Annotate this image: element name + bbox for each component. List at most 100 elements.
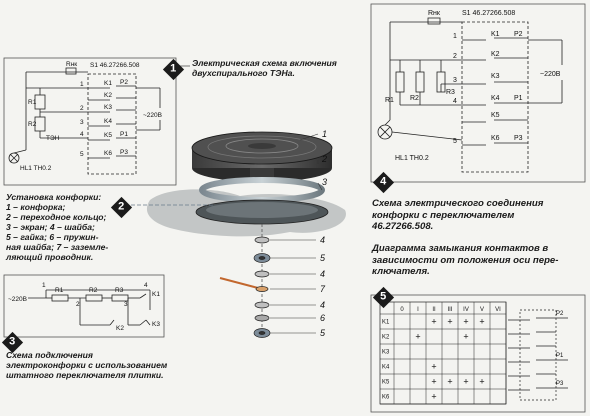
panel5-mini-schematic xyxy=(508,309,568,401)
p3-node1: 1 xyxy=(42,282,46,289)
part-label-5a: 5 xyxy=(320,253,326,263)
p1-pin3: 3 xyxy=(80,119,84,126)
caption-panel5: Диаграмма замыкания контактов в зависимо… xyxy=(372,243,559,277)
p1-rnk: Rнк xyxy=(66,61,77,68)
part-label-3: 3 xyxy=(322,177,327,187)
p1-k2: K2 xyxy=(104,92,112,99)
panel4-labels: Rнк S1 46.27266.508 R1 R2 R3 HL1 TH0.2 ~… xyxy=(385,10,561,162)
p3-k2: K2 xyxy=(116,325,124,332)
table-cell-mark: + xyxy=(479,317,484,327)
table-row-label: K2 xyxy=(382,335,390,341)
p5-p1: P1 xyxy=(556,353,564,359)
p3-node2: 2 xyxy=(76,301,80,308)
p1-pin1: 1 xyxy=(80,81,84,88)
p4-pin1: 1 xyxy=(453,33,457,40)
p1-r1: R1 xyxy=(28,99,37,106)
p4-rnk: Rнк xyxy=(428,10,441,17)
p1-p3: P3 xyxy=(120,149,128,156)
panel4-schematic xyxy=(370,3,586,183)
panel1-labels: Rнк S1 46.27266.508 R1 R2 ТЭН HL1 TH0.2 … xyxy=(20,61,162,172)
p4-pin2: 2 xyxy=(453,53,457,60)
caption-panel4: Схема электрического соединения конфорки… xyxy=(372,198,544,232)
table-row-label: K6 xyxy=(382,395,390,401)
p3-r1: R1 xyxy=(55,287,64,294)
p1-pin4: 4 xyxy=(80,131,84,138)
table-cell-mark: + xyxy=(431,362,436,372)
p5-p3: P3 xyxy=(556,381,564,387)
caption-panel3: Схема подключения электроконфорки с испо… xyxy=(6,350,168,380)
burner-illustration xyxy=(125,131,346,338)
table-border xyxy=(379,301,507,405)
panel3-schematic xyxy=(3,274,165,338)
p4-pin5: 5 xyxy=(453,138,457,145)
p1-pin2: 2 xyxy=(80,105,84,112)
p4-k4: K4 xyxy=(491,95,500,102)
p3-k1: K1 xyxy=(152,291,160,298)
p3-r2: R2 xyxy=(89,287,98,294)
p4-pin4: 4 xyxy=(453,98,457,105)
table-cell-mark: + xyxy=(463,332,468,342)
panel3-labels: ~220В R1 R2 R3 K1 K2 K3 1 2 3 4 xyxy=(8,282,160,332)
p4-r2: R2 xyxy=(410,95,419,102)
p4-switch-model: S1 46.27266.508 xyxy=(462,10,515,17)
p4-p3: P3 xyxy=(514,135,523,142)
p3-node4: 4 xyxy=(144,282,148,289)
part-label-6: 6 xyxy=(320,313,325,323)
p4-p1: P1 xyxy=(514,95,523,102)
table-col-header: V xyxy=(480,307,484,313)
table-cell-mark: + xyxy=(431,377,436,387)
p1-k6: K6 xyxy=(104,150,112,157)
table-col-header: III xyxy=(447,307,452,313)
p4-r1: R1 xyxy=(385,97,394,104)
table-row-label: K1 xyxy=(382,320,390,326)
table-cell-mark: + xyxy=(431,392,436,402)
table-cell-mark: + xyxy=(463,317,468,327)
table-cell-mark: + xyxy=(447,317,452,327)
part-label-1: 1 xyxy=(322,129,327,139)
p3-k3: K3 xyxy=(152,321,160,328)
table-cell-mark: + xyxy=(479,377,484,387)
table-col-header: I xyxy=(417,307,419,313)
caption-panel2: Установка конфорки: 1 – конфорка; 2 – пе… xyxy=(6,192,109,262)
part-label-4b: 4 xyxy=(320,269,325,279)
table-col-header: II xyxy=(432,307,436,313)
p1-switch-model: S1 46.27266.508 xyxy=(90,62,140,69)
part-label-7: 7 xyxy=(320,284,326,294)
p1-p1: P1 xyxy=(120,131,128,138)
table-col-header: IV xyxy=(463,307,469,313)
part-label-2: 2 xyxy=(321,154,327,164)
table-cell-mark: + xyxy=(447,377,452,387)
p1-k4: K4 xyxy=(104,118,112,125)
p1-voltage: ~220В xyxy=(143,112,162,119)
p1-k1: K1 xyxy=(104,80,112,87)
p4-k1: K1 xyxy=(491,31,500,38)
table-cell-mark: + xyxy=(463,377,468,387)
p3-voltage: ~220В xyxy=(8,296,27,303)
p4-pin3: 3 xyxy=(453,77,457,84)
p1-lamp: HL1 TH0.2 xyxy=(20,165,52,172)
p1-heater: ТЭН xyxy=(46,135,60,142)
part-label-5b: 5 xyxy=(320,328,326,338)
caption-panel1: Электрическая схема включения двухспирал… xyxy=(192,58,337,78)
p4-k3: K3 xyxy=(491,73,500,80)
p1-p2: P2 xyxy=(120,79,128,86)
panel5-frame xyxy=(370,294,586,413)
p1-k5: K5 xyxy=(104,132,112,139)
p4-p2: P2 xyxy=(514,31,523,38)
p1-pin5: 5 xyxy=(80,151,84,158)
table-row-label: K5 xyxy=(382,380,390,386)
table-col-header: 0 xyxy=(400,307,404,313)
table-row-label: K4 xyxy=(382,365,390,371)
part-label-4a: 4 xyxy=(320,235,325,245)
p5-p2: P2 xyxy=(556,311,564,317)
burner-part-labels: 1 2 3 4 5 4 7 4 6 5 xyxy=(320,129,327,338)
p4-k2: K2 xyxy=(491,51,500,58)
p4-k5: K5 xyxy=(491,112,500,119)
table-col-header: VI xyxy=(495,307,501,313)
p4-r3: R3 xyxy=(446,89,455,96)
p4-k6: K6 xyxy=(491,135,500,142)
part-label-4c: 4 xyxy=(320,300,325,310)
panel5-mini-labels: P2 P1 P3 xyxy=(556,311,564,387)
